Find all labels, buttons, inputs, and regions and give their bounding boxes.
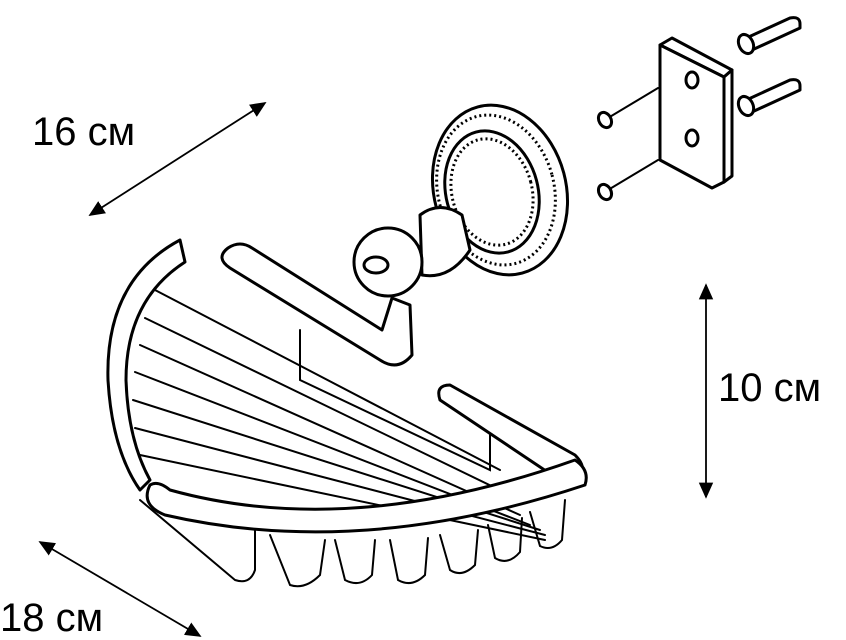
holder-ball	[352, 206, 472, 298]
wall-dowel-top	[736, 16, 802, 56]
depth-dimension-arrow	[88, 102, 267, 216]
width-dimension-arrow	[38, 541, 202, 637]
screw-top	[596, 87, 659, 130]
soap-basket	[106, 238, 588, 588]
width-dimension-label: 18 см	[0, 596, 104, 640]
screw-bottom	[596, 159, 659, 202]
depth-dimension-label: 16 см	[32, 110, 136, 154]
mounting-bracket	[658, 36, 734, 190]
height-dimension-label: 10 см	[718, 366, 822, 410]
wall-dowel-bottom	[736, 78, 802, 118]
